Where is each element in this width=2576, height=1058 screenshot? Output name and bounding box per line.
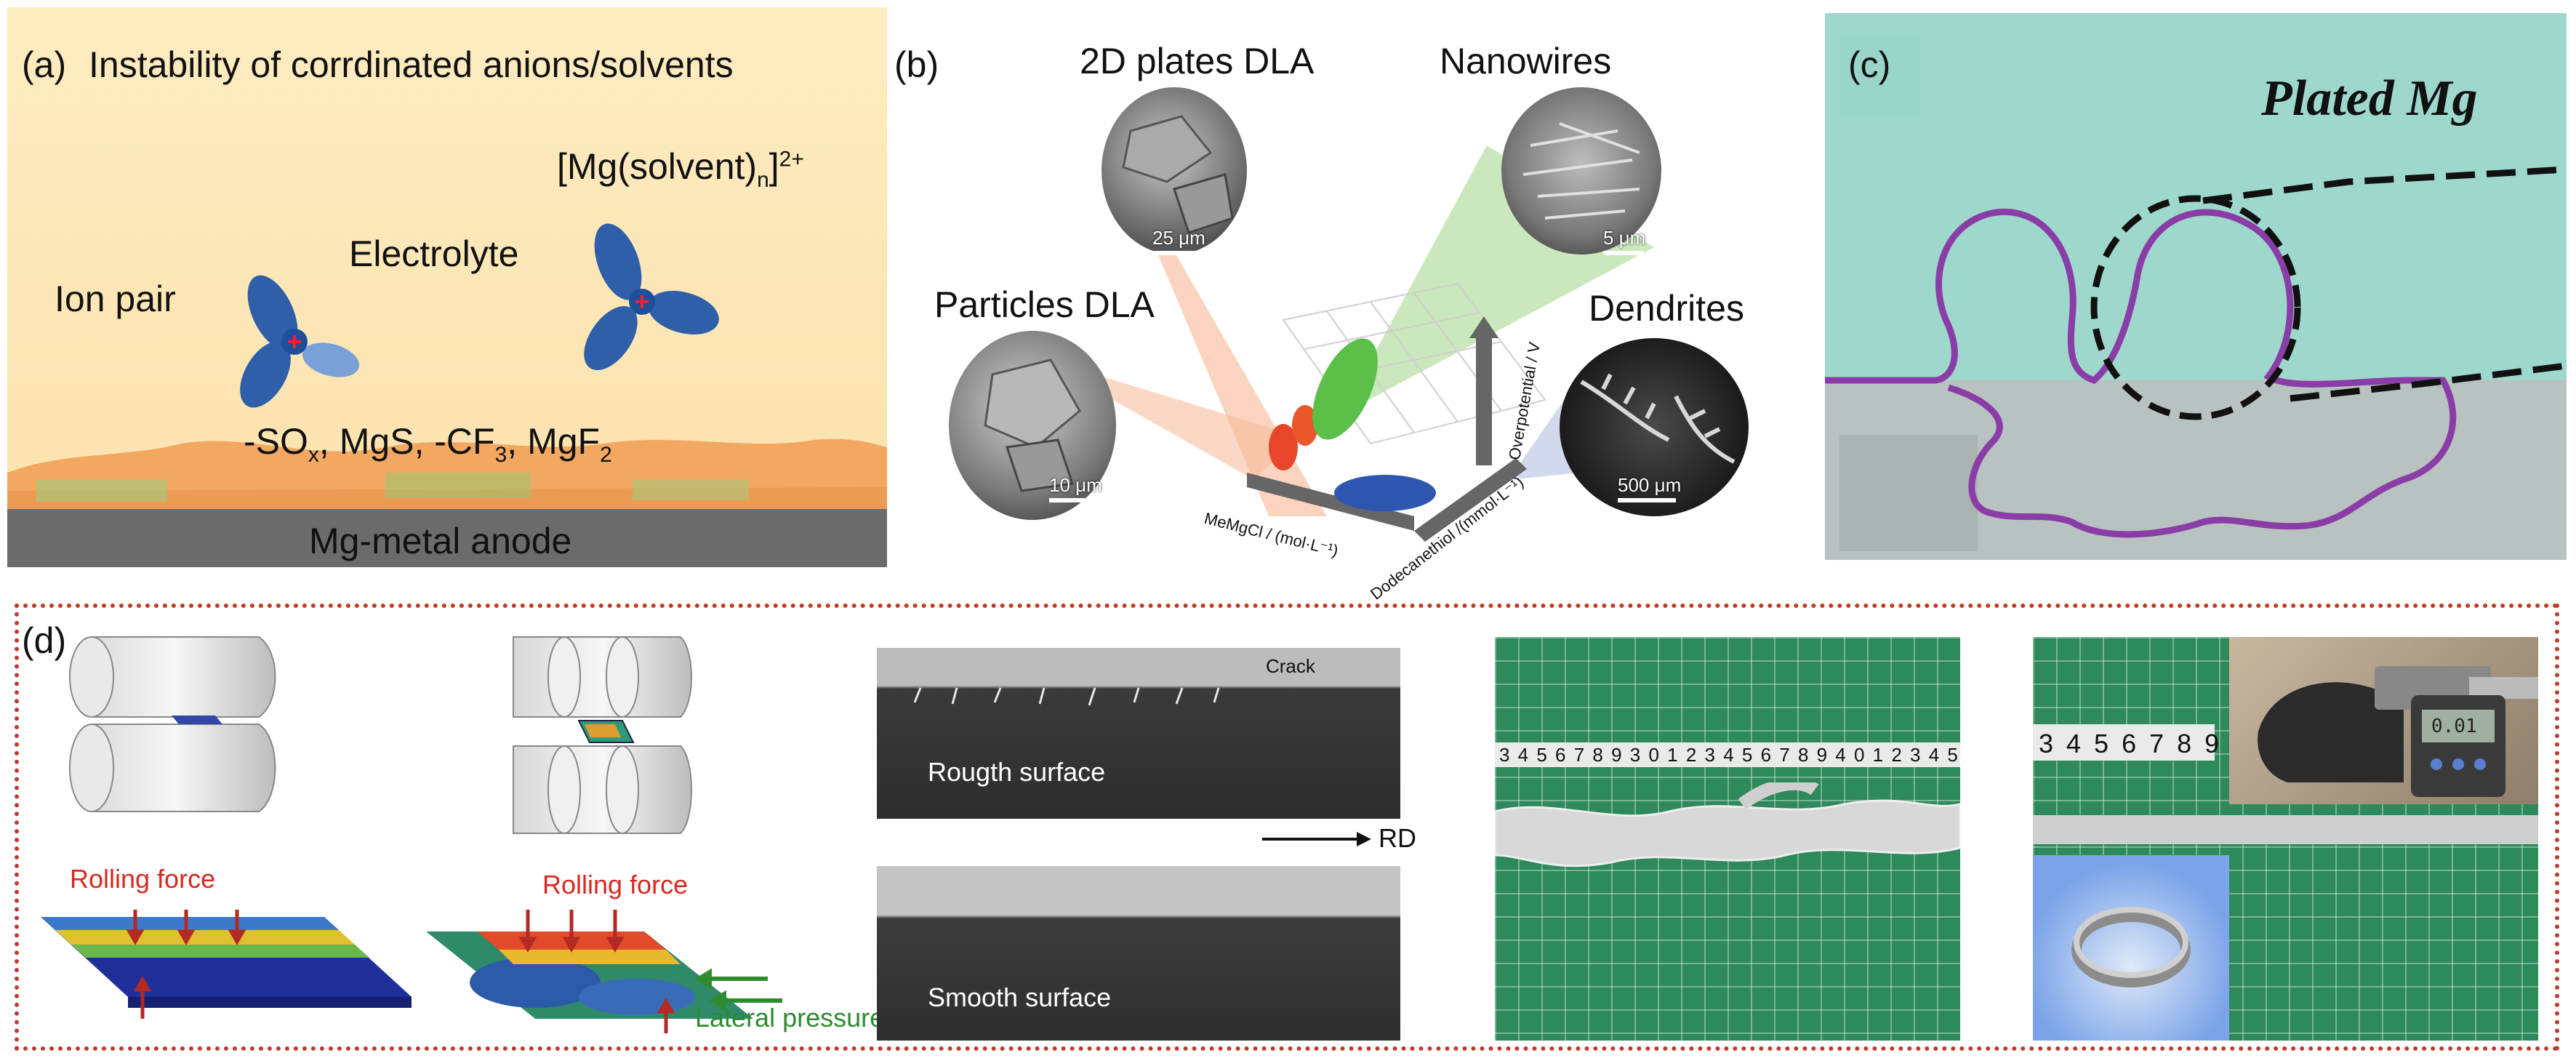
smooth-surface-label: Smooth surface (928, 982, 1112, 1012)
panel-b: 25 μm 5 μm 10 μm 500 μm (b) 2D plates DL… (891, 7, 1818, 604)
highlight-circle (2090, 195, 2301, 420)
panel-c-drawing (1825, 13, 2567, 560)
panel-a-title: Instability of corrdinated anions/solven… (89, 44, 734, 85)
sem-image-plates (1102, 87, 1247, 255)
marker-red-1 (1269, 424, 1298, 470)
rolling-force-label-2: Rolling force (542, 870, 689, 899)
ruler-2: 3 4 5 6 7 8 9 (2033, 724, 2219, 761)
sem-image-particles (949, 331, 1116, 520)
plated-mg-outline (1825, 208, 2457, 538)
micrometer-inset: 0.01 (2229, 637, 2538, 804)
y-axis-arrow (1414, 458, 1527, 542)
complex-label: [Mg(solvent)n]2+ (557, 146, 804, 192)
solvent-complex-molecule (584, 223, 719, 370)
sei-label: -SOx, MgS, -CF3, MgF2 (244, 421, 612, 467)
coil-inset (2033, 855, 2229, 1041)
smooth-surface-image: Smooth surface (877, 866, 1400, 1041)
rolled-foil-photo: 3 4 5 6 7 8 9 3 0 1 2 3 4 5 6 7 8 9 4 0 … (1495, 637, 1960, 1041)
scale-particles: 10 μm (1049, 474, 1107, 502)
micrometer-photo: 3 4 5 6 7 8 9 0.01 (2033, 637, 2538, 1041)
rough-surface-label: Rougth surface (928, 757, 1106, 787)
panel-d-label: (d) (22, 620, 67, 661)
ruler-1: 3 4 5 6 7 8 9 3 0 1 2 3 4 5 6 7 8 9 4 0 … (1495, 742, 1960, 767)
rd-label: RD (1379, 823, 1416, 853)
rough-surface-image: Rougth surface Crack (877, 648, 1400, 819)
scale-dendrites: 500 μm (1618, 474, 1681, 502)
marker-green (1312, 338, 1378, 440)
label-dendrites: Dendrites (1589, 288, 1744, 329)
x-axis-arrow (1247, 473, 1414, 531)
scale-nanowires: 5 μm (1603, 227, 1645, 255)
rd-arrow (1262, 832, 1371, 846)
anode-label: Mg-metal anode (309, 521, 572, 561)
label-particles: Particles DLA (934, 284, 1155, 325)
panel-b-label: (b) (894, 44, 939, 85)
plated-mg-label: Plated Mg (2261, 71, 2478, 127)
panel-a-label: (a) (22, 44, 67, 85)
z-axis-bar (1476, 334, 1492, 465)
ion-pair-label: Ion pair (55, 278, 176, 319)
marker-blue (1334, 475, 1436, 511)
panel-c: (c) Plated Mg (1825, 13, 2567, 560)
ion-pair-molecule (240, 275, 360, 408)
marker-red-2 (1292, 405, 1318, 446)
sem-image-nanowires (1501, 87, 1661, 255)
roller-pair-1 (69, 636, 276, 812)
mg-anode (7, 509, 887, 567)
foil-band (2033, 815, 2538, 844)
rolling-force-label-1: Rolling force (70, 864, 216, 894)
panel-d: (d) (15, 604, 2559, 1051)
fem-plate-1 (41, 910, 412, 1019)
panel-a-drawing (7, 7, 887, 567)
label-nanowires: Nanowires (1440, 41, 1612, 81)
label-2d-plates: 2D plates DLA (1080, 41, 1315, 81)
sem-image-dendrites (1560, 338, 1749, 516)
micrometer-display: 0.01 (2431, 716, 2477, 737)
panel-c-label: (c) (1848, 44, 1891, 85)
crack-label: Crack (1266, 655, 1315, 677)
lateral-pressure-label: Lateral pressure (695, 1003, 885, 1033)
scale-plates: 25 μm (1152, 227, 1211, 255)
foil-strip (1495, 782, 1960, 867)
roller-pair-2 (513, 636, 692, 834)
electrolyte-label: Electrolyte (349, 233, 519, 274)
panel-a: (a) Instability of corrdinated anions/so… (7, 7, 887, 567)
fem-plate-2 (426, 910, 782, 1033)
